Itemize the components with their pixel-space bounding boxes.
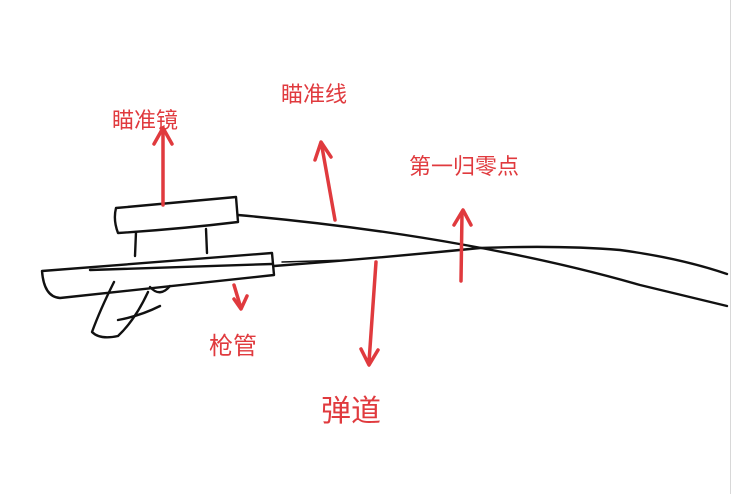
scope-label: 瞄准镜 [112,109,179,134]
trigger-guard [148,284,172,294]
scope-body [113,195,240,235]
trajectory-label: 弹道 [321,394,381,429]
zero-point-arrow-head [452,208,473,227]
trajectory-line-shadow [281,259,349,263]
sight-line-label: 瞄准线 [281,83,348,108]
trajectory-arrow [367,260,378,364]
scope-mount-rear [204,227,209,255]
sight-line [236,213,729,308]
scope-mount-front [133,230,138,258]
barrel-arrow [232,283,242,307]
trajectory-arrow-head [359,347,380,367]
sight-line-arrow [320,145,337,222]
rifle-sketch [40,195,729,339]
first-zero-point-label: 第一归零点 [409,155,520,180]
barrel-inner-line [88,262,274,272]
barrel-arrow-head [232,294,249,311]
scope-arrow-head [152,126,174,146]
barrel-label: 枪管 [209,332,257,360]
barrel-body [40,251,276,300]
trajectory-line [272,245,729,276]
zero-point-arrow [459,212,464,283]
sight-line-arrow-head [313,140,333,162]
annotation-arrows [152,126,473,367]
grip-stroke [116,304,162,322]
